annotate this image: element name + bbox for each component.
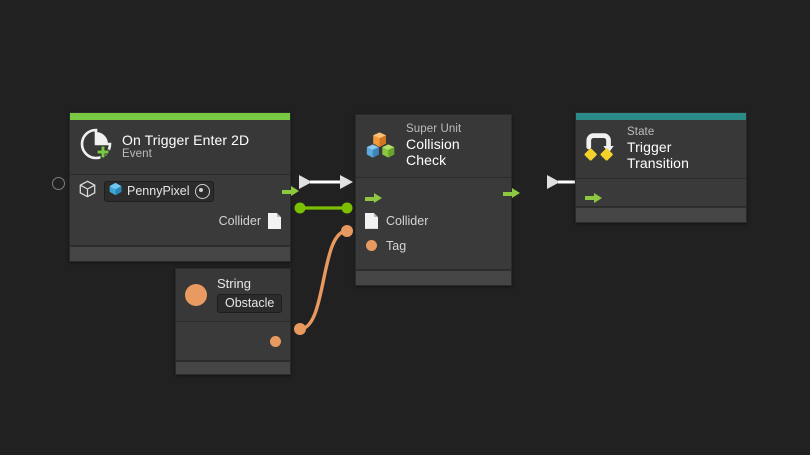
row-output-value[interactable] <box>176 322 290 360</box>
node-subtitle: State <box>627 126 655 138</box>
header-divider <box>70 174 290 175</box>
row-flow[interactable] <box>356 178 511 208</box>
gameobject-object-field[interactable]: PennyPixel <box>104 180 214 202</box>
orange-dot-icon <box>366 240 377 252</box>
string-value-field[interactable]: Obstacle <box>217 293 283 314</box>
node-footer <box>176 361 290 375</box>
gameobject-cube-icon <box>79 180 96 203</box>
super-unit-blocks-icon <box>364 128 397 164</box>
string-orange-dot-icon <box>185 284 207 307</box>
header-divider <box>576 178 746 180</box>
node-trigger-transition[interactable]: State Trigger Transition <box>575 112 747 224</box>
node1-left-circle-port[interactable] <box>52 177 65 190</box>
node-header: String Obstacle <box>176 269 290 322</box>
value-connection-tag[interactable] <box>294 225 353 335</box>
collider-doc-icon <box>268 213 281 229</box>
node-title: Collision Check <box>406 136 460 169</box>
node-string-literal[interactable]: String Obstacle <box>175 268 291 376</box>
node-body <box>576 179 746 207</box>
node-on-trigger-enter-2d[interactable]: On Trigger Enter 2D Event <box>69 112 291 262</box>
node-title: String <box>217 276 251 291</box>
flow-connection-1[interactable] <box>299 175 353 189</box>
event-pie-plus-icon <box>79 127 113 166</box>
gameobject-value: PennyPixel <box>127 184 190 198</box>
row-output-collider[interactable]: Collider <box>70 207 290 235</box>
row-input-tag[interactable]: Tag <box>356 233 511 258</box>
collider-doc-icon <box>365 212 378 229</box>
object-picker-icon[interactable] <box>194 183 210 199</box>
node-header: On Trigger Enter 2D Event <box>70 120 290 174</box>
node-accent-bar <box>576 113 746 120</box>
value-connection-collider[interactable] <box>294 202 353 214</box>
node-body: Collider Tag <box>356 178 511 270</box>
node-accent-bar <box>70 113 290 120</box>
row-flow[interactable] <box>576 179 746 206</box>
node-subtitle: Super Unit <box>406 123 462 135</box>
input-label-collider: Collider <box>386 213 429 228</box>
node-collision-check[interactable]: Super Unit Collision Check Collider Tag <box>355 114 512 287</box>
prefab-cube-icon <box>109 182 122 201</box>
output-label-collider: Collider <box>218 214 261 228</box>
row-input-collider[interactable]: Collider <box>356 208 511 233</box>
header-divider <box>176 321 290 323</box>
input-label-tag: Tag <box>386 238 407 253</box>
node-footer <box>356 270 511 286</box>
node-body: PennyPixel Collider <box>70 175 290 245</box>
body-divider <box>176 360 290 362</box>
body-divider <box>70 245 290 246</box>
node-body <box>176 322 290 361</box>
node-title: Trigger Transition <box>627 139 689 172</box>
node-footer <box>576 207 746 223</box>
body-divider <box>356 269 511 271</box>
body-divider <box>576 206 746 208</box>
row-target-gameobject[interactable]: PennyPixel <box>70 175 290 207</box>
orange-dot-output-port[interactable] <box>270 335 281 347</box>
node-subtitle: Event <box>122 147 152 160</box>
node-footer <box>70 246 290 261</box>
header-divider <box>356 177 511 179</box>
node-header: State Trigger Transition <box>576 120 746 179</box>
state-transition-icon <box>584 130 618 167</box>
node-title: On Trigger Enter 2D <box>122 131 250 148</box>
node-header: Super Unit Collision Check <box>356 115 511 178</box>
